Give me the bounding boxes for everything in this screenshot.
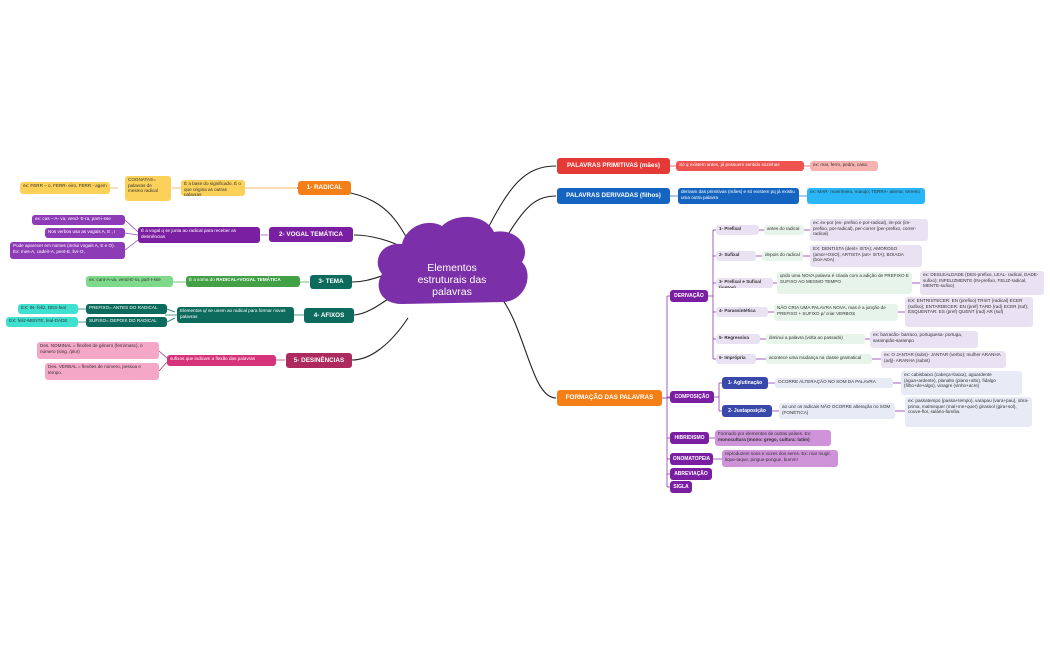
desinencias-node[interactable]: 5- DESINÊNCIAS	[286, 353, 352, 368]
prefixal-desc: antes do radical	[764, 225, 804, 235]
palavras-primitivas-node[interactable]: PALAVRAS PRIMITIVAS (mães)	[557, 158, 670, 174]
afixos-node[interactable]: 4- AFIXOS	[304, 308, 354, 323]
derivacao-node[interactable]: DERIVAÇÃO	[670, 290, 708, 302]
tema-example: ex: cant-A-va, vend-E-ra, part-I-sse	[86, 276, 173, 287]
composicao-node[interactable]: COMPOSIÇÃO	[670, 391, 714, 403]
prefixal-example: ex: ex-por (ex- prefixo e por-radical), …	[810, 219, 928, 241]
hibridismo-node[interactable]: HIBRIDISMO	[670, 432, 709, 444]
sufixo-example: EX: feliz-MENTE, leal-DADE	[6, 317, 78, 327]
prefixo-node: PREFIXO= ANTES DO RADICAL	[86, 304, 167, 314]
derivacao-parassintetica[interactable]: 4- Parassintética	[716, 307, 768, 317]
prefixal-sufixal-example: ex: DESLEALDADE (DES-prefixo, LEAL- radi…	[920, 271, 1044, 295]
cloud-shape	[377, 216, 528, 304]
palavras-derivadas-node[interactable]: PALAVRAS DERIVADAS (filhos)	[557, 188, 670, 204]
vogal-example-2: Nos verbos usa as vogais A, E , I	[45, 228, 125, 238]
vogal-example-1: ex: cas – A- va, vend- E-ra, part-i-sse	[32, 215, 125, 225]
radical-desc: É a base do significado. É o que origina…	[181, 180, 245, 196]
sufixo-node: SUFIXO= DEPOIS DO RADICAL	[86, 317, 167, 327]
hibridismo-desc: Formado por elementos de outras países. …	[715, 430, 831, 446]
justaposicao-example: ex: passatempo (passa+tempo), varapau (v…	[905, 397, 1032, 427]
desinencia-nominal: Des. NOMINAL = flexões de gênero (fem/ma…	[37, 342, 159, 359]
regressiva-example: ex: barracão- barraco, portuguesa- portu…	[870, 331, 978, 348]
derivacao-prefixal-sufixal[interactable]: 3- Prefixal e Sufixal (juntos)	[716, 278, 773, 288]
tema-label: 3- TEMA	[318, 278, 344, 286]
parassintetica-example: EX: ENTRISTECER: EN (prefixo) TRIST (rad…	[905, 297, 1033, 327]
primitivas-example: ex: mar, ferro, pedra, casa.	[810, 161, 878, 171]
radical-cognatas: COGNATAS= palavras de mesmo radical	[125, 176, 171, 201]
aglutinacao-desc: OCORRE ALTERAÇÃO NO SOM DA PALAVRA	[775, 378, 893, 388]
derivacao-sufixal[interactable]: 2- Sufixal	[716, 251, 756, 261]
afixos-desc: Elementos q/ se unem ao radical para for…	[177, 307, 294, 323]
tema-desc: É a soma do RADICAL+VOGAL TEMÁTICA	[186, 276, 300, 287]
prefixal-sufixal-desc: qndo uma NOVA palavra é criada com a adi…	[777, 272, 912, 294]
derivacao-impropria[interactable]: 6- Imprópria	[716, 354, 756, 364]
radical-example: ex: FERR – o, FERR- eiro, FERR - agem	[20, 182, 110, 194]
impropria-example: ex: O JANTAR (subs)- JANTAR (verbo); mul…	[881, 351, 1006, 368]
derivacao-regressiva[interactable]: 5- Regressiva	[716, 334, 760, 344]
central-cloud	[377, 216, 528, 304]
vogal-tematica-node[interactable]: 2- VOGAL TEMÁTICA	[269, 227, 353, 242]
formacao-palavras-node[interactable]: FORMAÇÃO DAS PALAVRAS	[557, 390, 662, 406]
vogal-example-3: Pode aparecer em nomes (inclui vogais A,…	[10, 242, 125, 259]
onomatopeia-desc: reproduzem sons e vozes dos seres. Ex: m…	[722, 450, 838, 467]
radical-node[interactable]: 1- RADICAL	[298, 181, 351, 195]
aglutinacao-node[interactable]: 1- Aglutinação	[722, 377, 768, 389]
sufixal-example: EX: DENTISTA (dent+ ISTA); AMOROSO (amor…	[810, 245, 922, 267]
vogal-tematica-desc: É a vogal q se junta ao radical para rec…	[138, 227, 260, 243]
parassintetica-desc: NÃO CRIA UMA PALAVRA NOVA, mas é a junçã…	[774, 304, 898, 321]
desinencias-desc: sufixos que indicam a flexão das palavra…	[167, 355, 276, 366]
impropria-desc: acontece uma mudança na classe gramatica…	[766, 354, 872, 364]
regressiva-desc: diminui a palavra (volta ao passado)	[766, 334, 865, 344]
desinencia-verbal: Des. VERBAL = flexões de número, pessoa …	[45, 363, 159, 380]
abreviacao-node[interactable]: ABREVIAÇÃO	[670, 468, 712, 480]
sufixal-desc: depois do radical	[762, 251, 803, 261]
tema-node[interactable]: 3- TEMA	[310, 275, 352, 289]
prefixo-example: EX: IN- feliz, DES-leal	[18, 304, 78, 314]
central-title: Elementos estruturais das palavras	[417, 262, 487, 299]
primitivas-desc: Só q existem antes, já possuem sentido s…	[676, 161, 804, 171]
aglutinacao-example: ex: cabisbaixo (cabeça+baixa), aguardent…	[901, 371, 1022, 395]
justaposicao-node[interactable]: 2- Justaposição	[722, 405, 772, 417]
sigla-node[interactable]: SIGLA	[670, 481, 692, 493]
onomatopeia-node[interactable]: ONOMATOPEIA	[670, 453, 713, 465]
justaposicao-desc: ao unir os radicais NÃO OCORRE alteração…	[779, 403, 895, 419]
derivadas-example: ex: MAR- marinheiro, marujo; TERRA- ater…	[807, 188, 925, 204]
derivacao-prefixal[interactable]: 1- Prefixal	[716, 225, 759, 235]
derivadas-desc: derivam das primitivas (mães) e só exist…	[678, 188, 799, 204]
